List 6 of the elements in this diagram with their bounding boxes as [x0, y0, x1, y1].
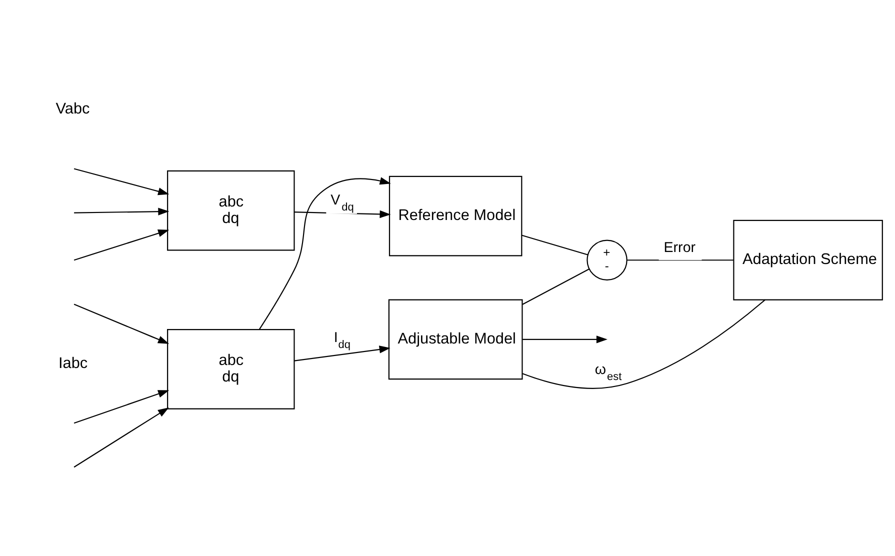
- edge-label: Error: [664, 239, 696, 256]
- edge-label: V$_{dq}$: [330, 192, 354, 213]
- label: Vabc: [56, 100, 90, 117]
- label: Iabc: [58, 354, 88, 372]
- edge-label: I$_{dq}$: [334, 330, 351, 351]
- edge-label: ω$_{est}$: [594, 362, 622, 383]
